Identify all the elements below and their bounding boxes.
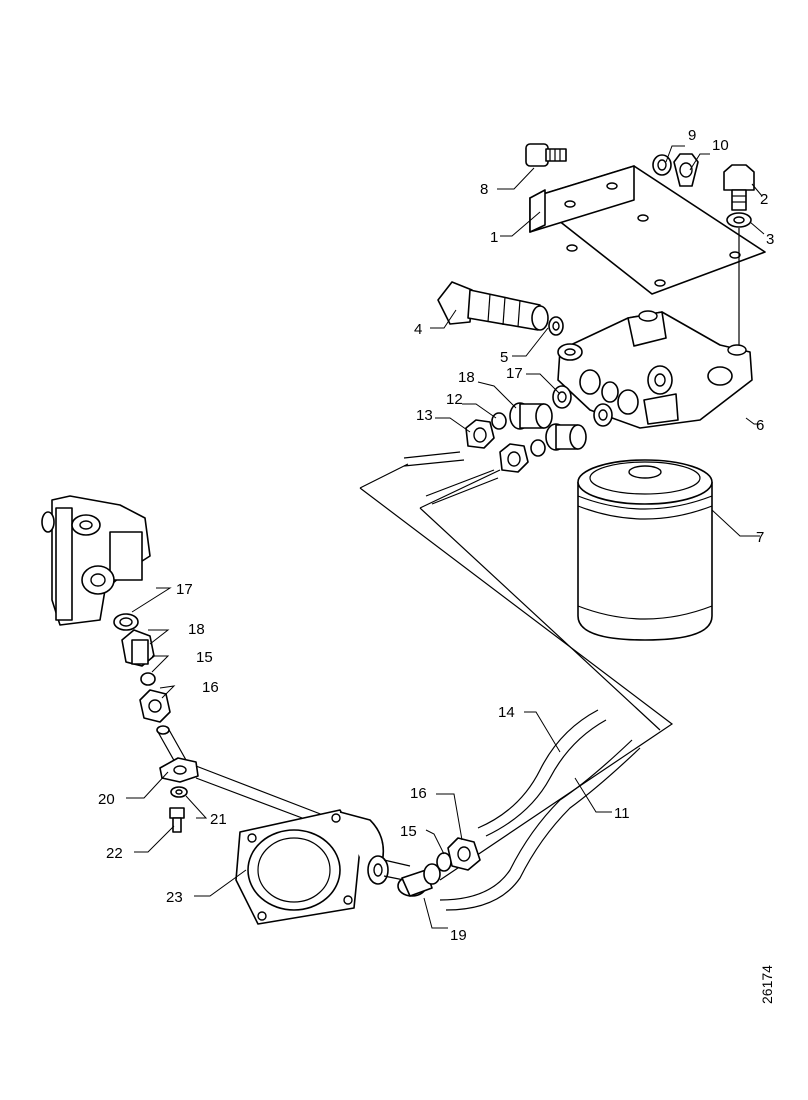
engine-port-housing bbox=[41, 495, 151, 626]
callout-18-left: 18 bbox=[188, 621, 205, 638]
callout-7: 7 bbox=[756, 529, 764, 546]
callout-2: 2 bbox=[760, 191, 768, 208]
callout-10: 10 bbox=[712, 137, 729, 154]
callout-8: 8 bbox=[480, 181, 488, 198]
washer-3 bbox=[726, 212, 752, 345]
o-ring-17-upper bbox=[593, 403, 613, 427]
pipe-20 bbox=[156, 725, 337, 831]
nut-10 bbox=[673, 153, 699, 187]
washer-12 bbox=[491, 412, 546, 457]
callout-15-right: 15 bbox=[400, 823, 417, 840]
callout-17-right: 17 bbox=[506, 365, 523, 382]
callout-22: 22 bbox=[106, 845, 123, 862]
callout-16-right: 16 bbox=[410, 785, 427, 802]
callout-18-right: 18 bbox=[458, 369, 475, 386]
washer-21 bbox=[170, 786, 188, 798]
callout-6: 6 bbox=[756, 417, 764, 434]
callout-3: 3 bbox=[766, 231, 774, 248]
callout-14: 14 bbox=[498, 704, 515, 721]
callout-23: 23 bbox=[166, 889, 183, 906]
callout-12: 12 bbox=[446, 391, 463, 408]
callout-21: 21 bbox=[210, 811, 227, 828]
adapter-18-left bbox=[121, 629, 155, 667]
washer-9 bbox=[652, 154, 672, 176]
leader-lines bbox=[126, 145, 765, 929]
hose-connector-4 bbox=[437, 281, 564, 336]
washer-15-left bbox=[140, 672, 156, 686]
callout-19: 19 bbox=[450, 927, 467, 944]
callout-20: 20 bbox=[98, 791, 115, 808]
o-ring-17-lower bbox=[113, 613, 139, 631]
callout-9: 9 bbox=[688, 127, 696, 144]
flange-23 bbox=[235, 809, 411, 925]
bolt-22 bbox=[169, 807, 185, 833]
oil-pipe-14 bbox=[439, 709, 641, 911]
adapter-18-lower bbox=[545, 423, 587, 451]
bolt-2 bbox=[723, 164, 755, 211]
callout-15-left: 15 bbox=[196, 649, 213, 666]
bolt-8 bbox=[525, 143, 567, 167]
oil-pipe-11 bbox=[359, 451, 674, 881]
nut-13 bbox=[465, 419, 529, 473]
callout-5: 5 bbox=[500, 349, 508, 366]
callout-11: 11 bbox=[614, 805, 630, 822]
filter-head-6 bbox=[557, 310, 753, 429]
callout-17-left: 17 bbox=[176, 581, 193, 598]
mounting-bracket bbox=[529, 165, 766, 295]
reference-number: 26174 bbox=[759, 965, 775, 1004]
callout-13: 13 bbox=[416, 407, 433, 424]
elbow-19 bbox=[397, 863, 441, 897]
callout-labels: 1 2 3 4 5 6 7 8 9 10 11 12 13 14 15 15 1… bbox=[98, 127, 775, 1004]
nut-16-right bbox=[447, 837, 481, 871]
oil-filter-7 bbox=[577, 459, 713, 641]
callout-16-left: 16 bbox=[202, 679, 219, 696]
callout-4: 4 bbox=[414, 321, 422, 338]
callout-1: 1 bbox=[490, 229, 498, 246]
adapter-18-upper bbox=[509, 402, 553, 430]
